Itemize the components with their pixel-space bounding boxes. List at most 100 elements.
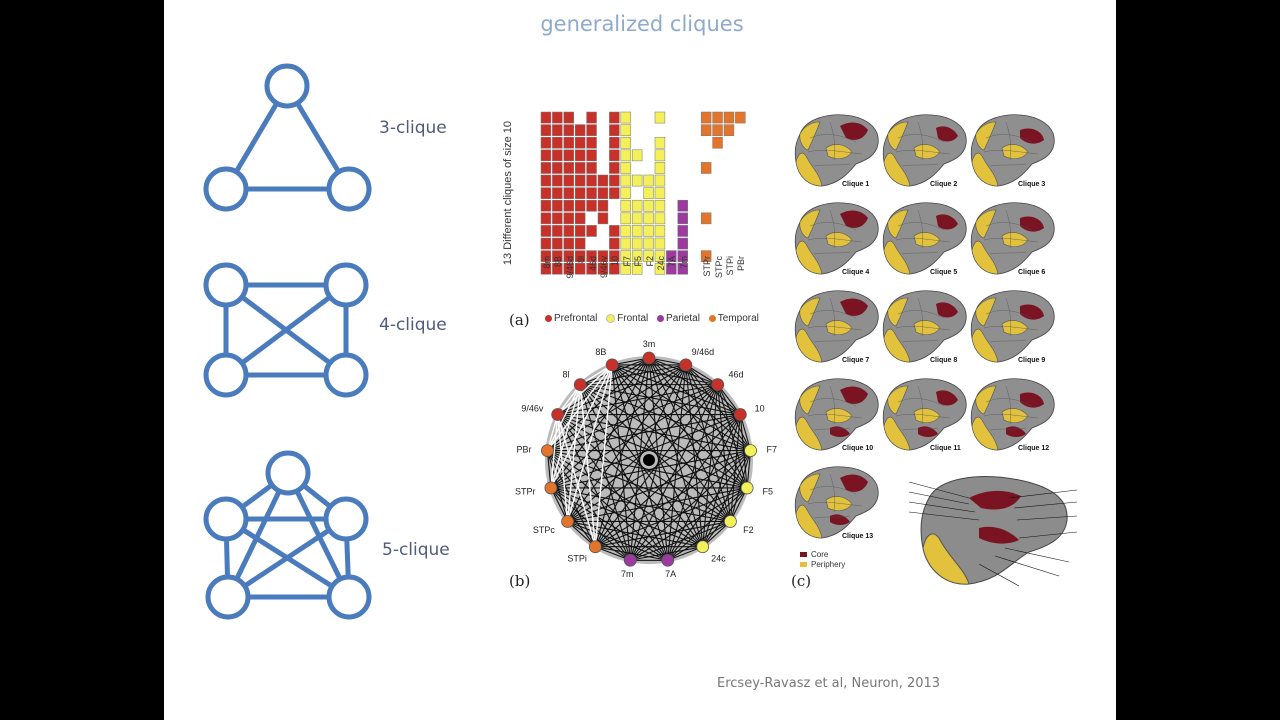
network-edge (550, 364, 613, 489)
clique-node (323, 352, 369, 398)
brain-map (790, 196, 880, 283)
grid-cell (620, 136, 631, 149)
network-edge (629, 384, 719, 561)
area-label: 46d (587, 256, 598, 272)
network-edge (557, 414, 731, 522)
area-label: PBr (736, 256, 747, 272)
grid-cell (552, 111, 563, 124)
grid-cell (677, 199, 688, 212)
network-edge (611, 364, 741, 416)
brain-map-caption: Clique 8 (930, 357, 958, 364)
grid-cell (552, 174, 563, 187)
grid-cell (552, 136, 563, 149)
network-node (623, 553, 637, 567)
network-edge (611, 364, 751, 452)
grid-cell (574, 187, 586, 199)
network-edge (629, 357, 650, 561)
brain-map-caption: Clique 5 (930, 269, 958, 276)
network-node-label: F2 (743, 525, 754, 535)
grid-cell (631, 174, 643, 187)
network-edge (630, 546, 703, 561)
network-edge (567, 414, 741, 522)
brain-map-caption: Clique 6 (1018, 269, 1046, 276)
grid-cell (677, 225, 688, 237)
grid-cell (597, 174, 609, 187)
network-edge (648, 357, 669, 561)
grid-cell (631, 262, 643, 275)
network-edge (547, 450, 748, 489)
clique-node (265, 450, 311, 496)
grid-cell (563, 225, 574, 237)
grid-cell (586, 262, 597, 275)
grid-cell (540, 124, 552, 136)
network-edge (567, 364, 687, 522)
clique-3-diagram (203, 63, 372, 212)
grid-cell (620, 124, 631, 136)
clique-node (323, 496, 369, 542)
grid-cell (677, 212, 688, 225)
area-label: 9/46v (599, 256, 609, 279)
grid-cell (574, 149, 586, 162)
grid-cell (643, 187, 654, 199)
network-edge (546, 384, 581, 451)
grid-cell (540, 225, 552, 237)
network-edge (717, 384, 752, 451)
brain-anatomy-detail (908, 476, 1078, 587)
grid-cell (620, 199, 631, 212)
network-node-label: F5 (762, 487, 773, 497)
network-node (561, 515, 575, 528)
grid-cell (609, 225, 620, 237)
grid-cell (609, 111, 620, 124)
network-node-label: 7A (665, 569, 676, 579)
panel-c-label: (c) (791, 572, 812, 590)
network-node-label: 46d (728, 369, 743, 379)
grid-cell (540, 174, 552, 187)
grid-cell (620, 187, 631, 199)
grid-cell (540, 136, 552, 149)
grid-cell (609, 187, 620, 199)
grid-cell (700, 250, 712, 262)
grid-cell (666, 250, 677, 262)
grid-cell (540, 237, 552, 250)
grid-cell (654, 187, 666, 199)
network-edge (557, 364, 687, 416)
grid-cell (620, 250, 631, 262)
network-edge (667, 487, 748, 561)
grid-cell (574, 162, 586, 174)
area-label: 10 (610, 256, 621, 267)
slide: generalized cliques (164, 0, 1116, 720)
legend-core: Core (811, 550, 829, 559)
network-edge (611, 364, 669, 561)
brain-map-caption: Clique 11 (930, 445, 961, 452)
network-edge (594, 364, 687, 547)
grid-cell (609, 262, 620, 275)
grid-cell (574, 237, 586, 250)
legend-periphery: Periphery (811, 560, 846, 569)
brain-map-caption: Clique 3 (1018, 181, 1046, 188)
grid-cell (609, 162, 620, 174)
network-node-label: 8B (595, 347, 606, 357)
grid-cell (620, 225, 631, 237)
clique-node (203, 166, 249, 212)
network-edge (579, 384, 597, 547)
grid-cell (552, 149, 563, 162)
grid-cell (654, 262, 666, 275)
network-node-label: STPr (515, 487, 536, 497)
grid-cell (563, 237, 574, 250)
grid-cell (563, 136, 574, 149)
network-node (733, 408, 747, 421)
network-edge (702, 414, 741, 547)
network-edge (547, 413, 741, 452)
grid-cell (574, 136, 586, 149)
grid-cell (620, 174, 631, 187)
legend-periphery-row: Periphery (800, 560, 845, 570)
network-edge (648, 357, 751, 451)
area-label: F7 (621, 256, 632, 267)
grid-cell (586, 111, 597, 124)
network-edge (594, 384, 719, 548)
network-node (551, 408, 565, 421)
grid-cell (735, 111, 746, 124)
network-edge (546, 450, 596, 547)
network-edge (546, 450, 631, 561)
grid-cell (574, 262, 586, 275)
